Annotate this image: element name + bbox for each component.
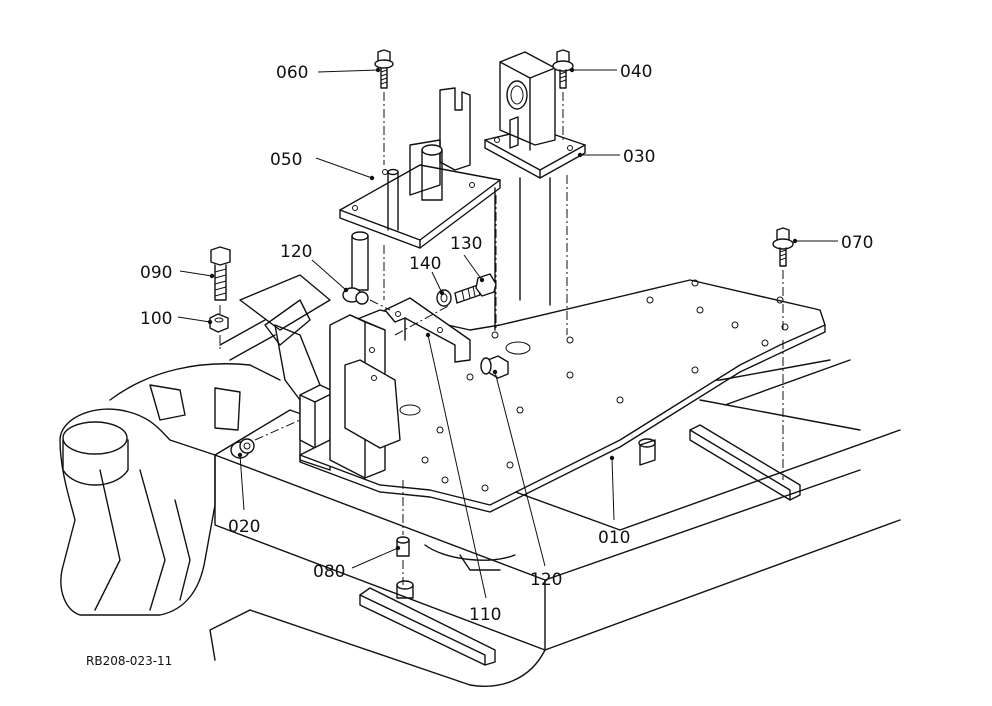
nut-100: [209, 313, 229, 333]
callout-050: 050: [270, 150, 302, 170]
bolt-060: [374, 49, 394, 89]
bolt-130: [454, 273, 497, 304]
bolt-090: [210, 246, 231, 301]
callout-120-upper: 120: [280, 242, 312, 262]
callout-020: 020: [228, 517, 260, 537]
bolt-070: [772, 227, 794, 267]
callout-090: 090: [140, 263, 172, 283]
leader-lines: [177, 67, 838, 599]
fork-plate-050: [339, 87, 501, 331]
bracket-110: [384, 297, 471, 363]
spacer-tube: [351, 231, 369, 291]
callout-030: 030: [623, 147, 655, 167]
callout-010: 010: [598, 528, 630, 548]
callout-130: 130: [450, 234, 482, 254]
upright-bracket-030: [484, 51, 586, 306]
callout-080: 080: [313, 562, 345, 582]
callout-070: 070: [841, 233, 873, 253]
callout-labels: 060 040 030 050 070 090 100 120 130 140 …: [140, 62, 873, 625]
callout-140: 140: [409, 254, 441, 274]
alignment-lines: [219, 92, 784, 585]
callout-100: 100: [140, 309, 172, 329]
callout-060: 060: [276, 63, 308, 83]
callout-040: 040: [620, 62, 652, 82]
callout-120-lower: 120: [530, 570, 562, 590]
linkage-plates: [219, 274, 336, 471]
callout-110: 110: [469, 605, 501, 625]
reference-code: RB208-023-11: [86, 654, 172, 668]
nut-020: [230, 438, 255, 459]
bracket-120-left: [329, 314, 401, 479]
bolt-040: [552, 49, 574, 89]
